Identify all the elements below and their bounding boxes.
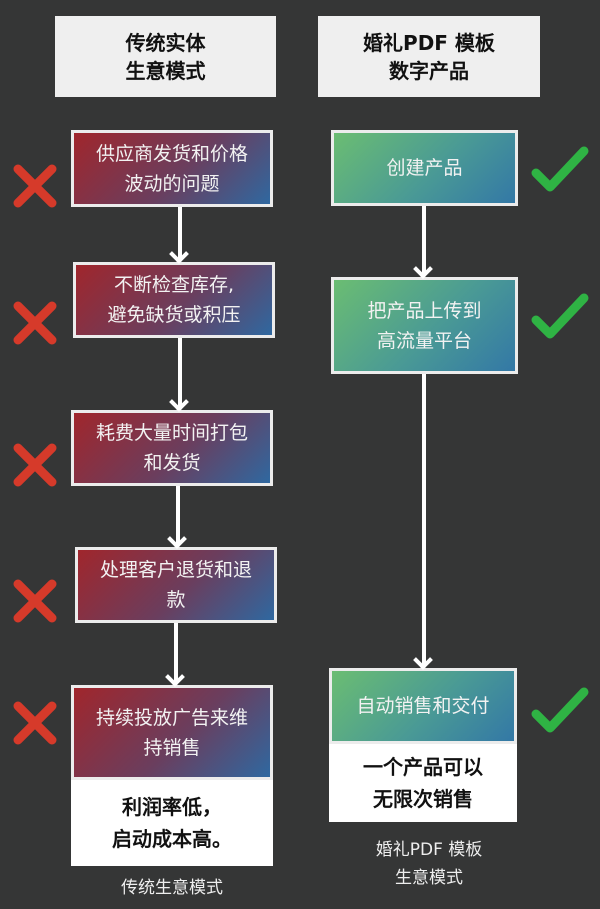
arrow-down (178, 207, 182, 259)
conclusion-text: 利润率低， (122, 795, 222, 819)
caption-line: 婚礼PDF 模板 (375, 840, 483, 860)
traditional-conclusion: 利润率低， 启动成本高。 (71, 780, 273, 866)
digital-step-1: 创建产品 (331, 130, 518, 206)
conclusion-text: 启动成本高。 (112, 827, 232, 851)
traditional-step-4: 处理客户退货和退款 (75, 547, 277, 623)
traditional-step-1: 供应商发货和价格波动的问题 (71, 130, 273, 207)
traditional-header: 传统实体 生意模式 (55, 16, 276, 97)
arrow-down (178, 338, 182, 407)
step-text: 不断检查库存, (113, 274, 235, 296)
header-line: 生意模式 (125, 58, 206, 83)
header-line: 数字产品 (389, 58, 469, 83)
cross-icon (13, 579, 57, 623)
header-line: 婚礼PDF 模板 (363, 30, 495, 55)
step-text: 处理客户退货和退 (99, 559, 252, 581)
step-text: 自动销售和交付 (356, 695, 490, 717)
step-text: 持销售 (143, 736, 201, 759)
arrow-down (174, 623, 178, 682)
cross-icon (13, 701, 57, 745)
step-text: 高流量平台 (376, 329, 472, 352)
traditional-step-3: 耗费大量时间打包和发货 (71, 410, 273, 486)
cross-icon (13, 164, 57, 208)
header-line: 传统实体 (125, 30, 206, 55)
digital-caption: 婚礼PDF 模板生意模式 (329, 836, 529, 892)
step-text: 和发货 (143, 452, 201, 474)
traditional-step-5: 持续投放广告来维持销售 (71, 685, 273, 780)
cross-icon (13, 443, 57, 487)
digital-header: 婚礼PDF 模板 数字产品 (318, 16, 540, 97)
check-icon (531, 146, 589, 192)
step-text: 持续投放广告来维 (95, 706, 248, 729)
step-text: 供应商发货和价格 (95, 142, 248, 165)
caption-line: 生意模式 (395, 868, 463, 888)
arrow-down (422, 206, 426, 274)
conclusion-text: 无限次销售 (373, 787, 473, 811)
check-icon (531, 293, 589, 339)
step-text: 耗费大量时间打包 (95, 422, 248, 444)
check-icon (531, 687, 589, 733)
digital-step-2: 把产品上传到高流量平台 (331, 277, 518, 374)
step-text: 波动的问题 (124, 172, 220, 195)
step-text: 创建产品 (386, 157, 463, 179)
step-text: 款 (166, 589, 186, 611)
cross-icon (13, 301, 57, 345)
digital-step-3: 自动销售和交付 (329, 668, 517, 744)
conclusion-text: 一个产品可以 (363, 755, 483, 779)
digital-conclusion: 一个产品可以无限次销售 (329, 744, 517, 822)
step-text: 把产品上传到 (367, 299, 482, 322)
traditional-step-2: 不断检查库存, 避免缺货或积压 (73, 262, 275, 338)
arrow-down (176, 486, 180, 544)
arrow-down (422, 374, 426, 665)
step-text: 避免缺货或积压 (107, 304, 241, 326)
traditional-caption: 传统生意模式 (121, 878, 223, 898)
